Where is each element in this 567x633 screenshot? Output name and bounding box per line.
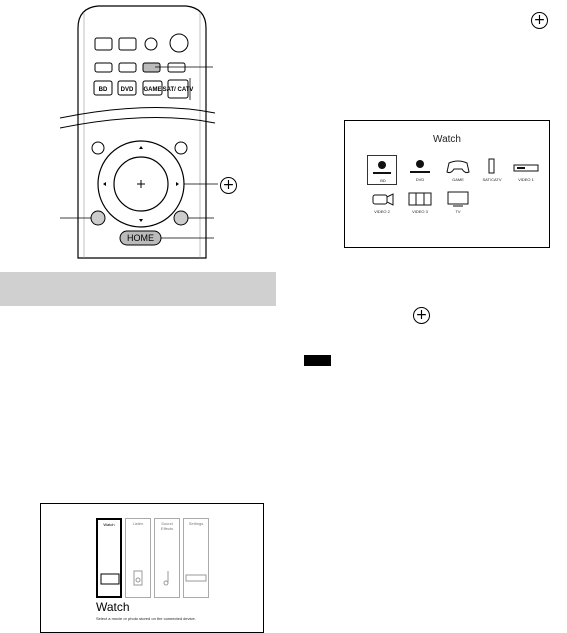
device-game: GAME <box>443 155 473 185</box>
vcr-icon <box>513 164 539 172</box>
disc-icon <box>410 160 430 173</box>
music-note-icon <box>163 571 169 586</box>
plus-circle-icon: + <box>413 307 430 324</box>
device-bd: BD <box>367 155 397 185</box>
device-video3: VIDEO 3 <box>405 187 435 217</box>
device-video1: VIDEO 1 <box>511 155 541 185</box>
screen-icon <box>100 573 120 585</box>
device-satcatv: SAT/CATV <box>477 155 507 185</box>
settop-box-icon <box>488 158 495 174</box>
remote-btn-dvd: DVD <box>121 87 134 93</box>
home-category-listen: Listen <box>125 518 151 598</box>
plus-circle-icon: + <box>531 12 548 29</box>
remote-btn-game: GAME <box>144 87 162 93</box>
speaker-icon <box>133 570 143 586</box>
note-label-box <box>304 355 331 366</box>
camcorder-icon <box>372 193 394 206</box>
tv-icon <box>447 191 469 207</box>
home-description: Select a movie or photo stored on the co… <box>96 616 196 621</box>
video-device-icon <box>408 192 432 206</box>
remote-illustration: BD DVD GAME SAT/ CATV HOME <box>59 5 218 259</box>
plus-circle-icon: + <box>220 177 237 194</box>
device-dvd: DVD <box>405 155 435 185</box>
gamepad-icon <box>446 160 470 174</box>
section-heading-bar <box>0 272 276 306</box>
home-category-watch: Watch <box>96 518 122 598</box>
remote-btn-satcatv: SAT/ CATV <box>163 87 194 93</box>
receiver-icon <box>185 574 207 582</box>
watch-title: Watch <box>433 134 461 145</box>
remote-home-label: HOME <box>127 233 154 243</box>
watch-screen-image: Watch BD DVD GAME SAT/CATV VIDEO 1 VIDEO… <box>344 120 550 248</box>
device-video2: VIDEO 2 <box>367 187 397 217</box>
home-category-sound-effects: Sound Effects <box>154 518 180 598</box>
home-selected-title: Watch <box>96 600 130 614</box>
device-tv: TV <box>443 187 473 217</box>
remote-btn-bd: BD <box>99 87 108 93</box>
home-category-settings: Settings <box>183 518 209 598</box>
disc-icon <box>373 161 391 174</box>
home-menu-screen-image: Watch Listen Sound Effects Settings Watc… <box>40 503 264 633</box>
